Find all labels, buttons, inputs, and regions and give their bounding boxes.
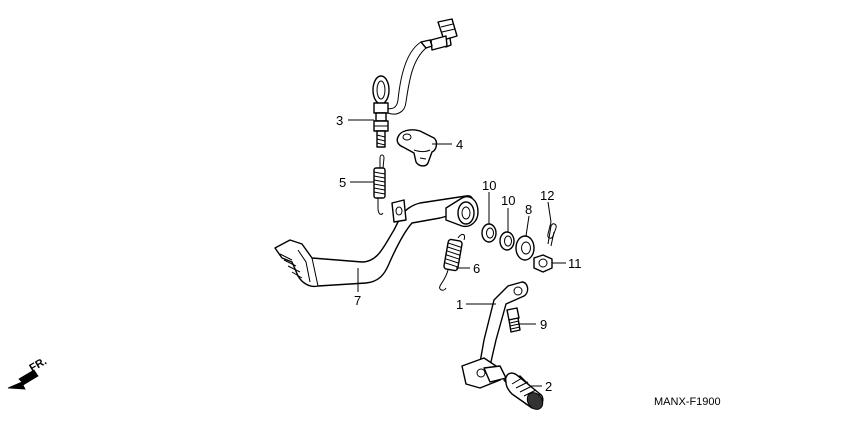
washer-part-10b <box>499 231 515 251</box>
callout-2: 2 <box>545 379 552 394</box>
callout-8: 8 <box>525 202 532 217</box>
callout-6: 6 <box>473 261 480 276</box>
callout-1: 1 <box>456 297 463 312</box>
spring-part-6 <box>439 233 465 291</box>
spring-part-5 <box>373 154 386 215</box>
direction-label: FR. <box>28 355 49 374</box>
pedal-rubber-part-2 <box>503 372 544 410</box>
nut-part-11 <box>533 254 553 273</box>
callout-3: 3 <box>336 113 343 128</box>
callout-12: 12 <box>540 188 554 203</box>
callout-10b: 10 <box>501 193 515 208</box>
leader-lines <box>348 119 566 387</box>
callout-9: 9 <box>540 317 547 332</box>
callouts: 3 4 5 10 10 8 12 11 6 7 1 9 2 <box>336 113 582 394</box>
diagram-code: MANX-F1900 <box>654 396 721 408</box>
callout-10a: 10 <box>482 178 496 193</box>
washer-part-8 <box>515 235 535 261</box>
callout-4: 4 <box>456 137 463 152</box>
arrow-down-left-icon <box>7 369 39 390</box>
washer-part-10a <box>481 223 497 243</box>
direction-indicator: FR. <box>7 355 49 390</box>
pedal-arm-part-1 <box>461 281 529 389</box>
leader-12 <box>547 201 552 223</box>
bolt-part-9 <box>506 307 521 333</box>
switch-bracket-part <box>396 129 438 167</box>
callout-5: 5 <box>339 175 346 190</box>
leader-8 <box>525 215 530 237</box>
stop-switch-part <box>372 18 458 148</box>
clip-part-12 <box>547 221 557 247</box>
callout-11: 11 <box>568 256 582 271</box>
brake-pedal-part <box>274 195 479 288</box>
callout-7: 7 <box>354 293 361 308</box>
